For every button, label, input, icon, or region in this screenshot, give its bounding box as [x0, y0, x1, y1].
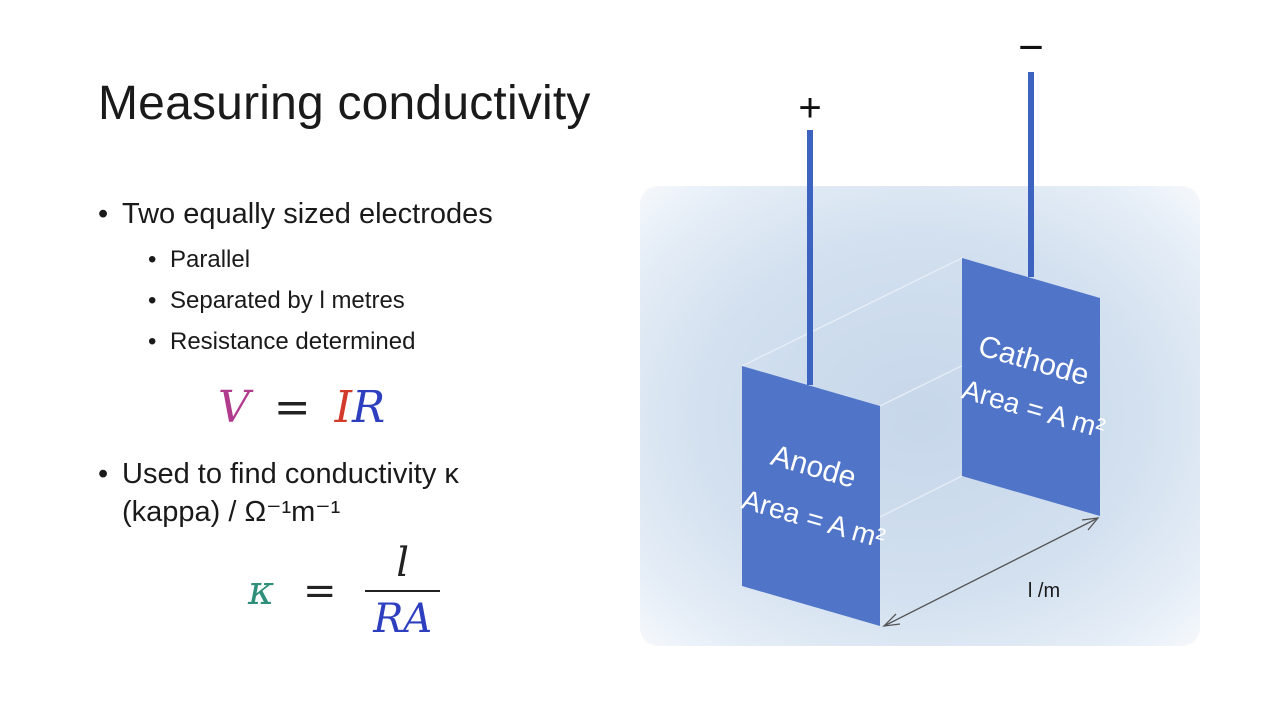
bullet-conductivity-line1: Used to find conductivity κ — [98, 458, 459, 491]
sub-bullet-resistance: Resistance determined — [148, 328, 416, 356]
equation-ohms-law: V = IR — [218, 382, 385, 433]
eq2-numerator: l — [396, 540, 410, 586]
distance-label: l /m — [1028, 580, 1060, 602]
eq2-equals: = — [302, 568, 337, 614]
distance-arrow — [882, 517, 1100, 627]
eq1-I: I — [334, 382, 353, 433]
bullet-electrodes: Two equally sized electrodes — [98, 198, 493, 231]
sub-bullet-parallel: Parallel — [148, 246, 250, 274]
eq2-fraction: l RA — [365, 540, 441, 642]
slide-title: Measuring conductivity — [98, 77, 591, 130]
cathode-wire — [1028, 72, 1034, 277]
sub-bullet-separated: Separated by l metres — [148, 287, 405, 315]
eq1-R: R — [352, 382, 386, 433]
anode-wire — [807, 130, 813, 385]
eq2-denominator: RA — [373, 596, 433, 642]
positive-terminal-sign: + — [798, 86, 821, 130]
eq1-V: V — [218, 382, 250, 433]
negative-terminal-sign: − — [1018, 23, 1044, 72]
anode-plate — [742, 366, 880, 626]
eq1-equals: = — [273, 382, 311, 433]
eq2-fraction-bar — [365, 590, 441, 592]
equation-conductivity: κ = l RA — [248, 540, 441, 642]
diagram-background — [640, 186, 1200, 646]
bullet-conductivity-line2: (kappa) / Ω⁻¹m⁻¹ — [122, 496, 341, 528]
cathode-plate — [962, 258, 1100, 516]
eq2-kappa: κ — [248, 568, 275, 614]
